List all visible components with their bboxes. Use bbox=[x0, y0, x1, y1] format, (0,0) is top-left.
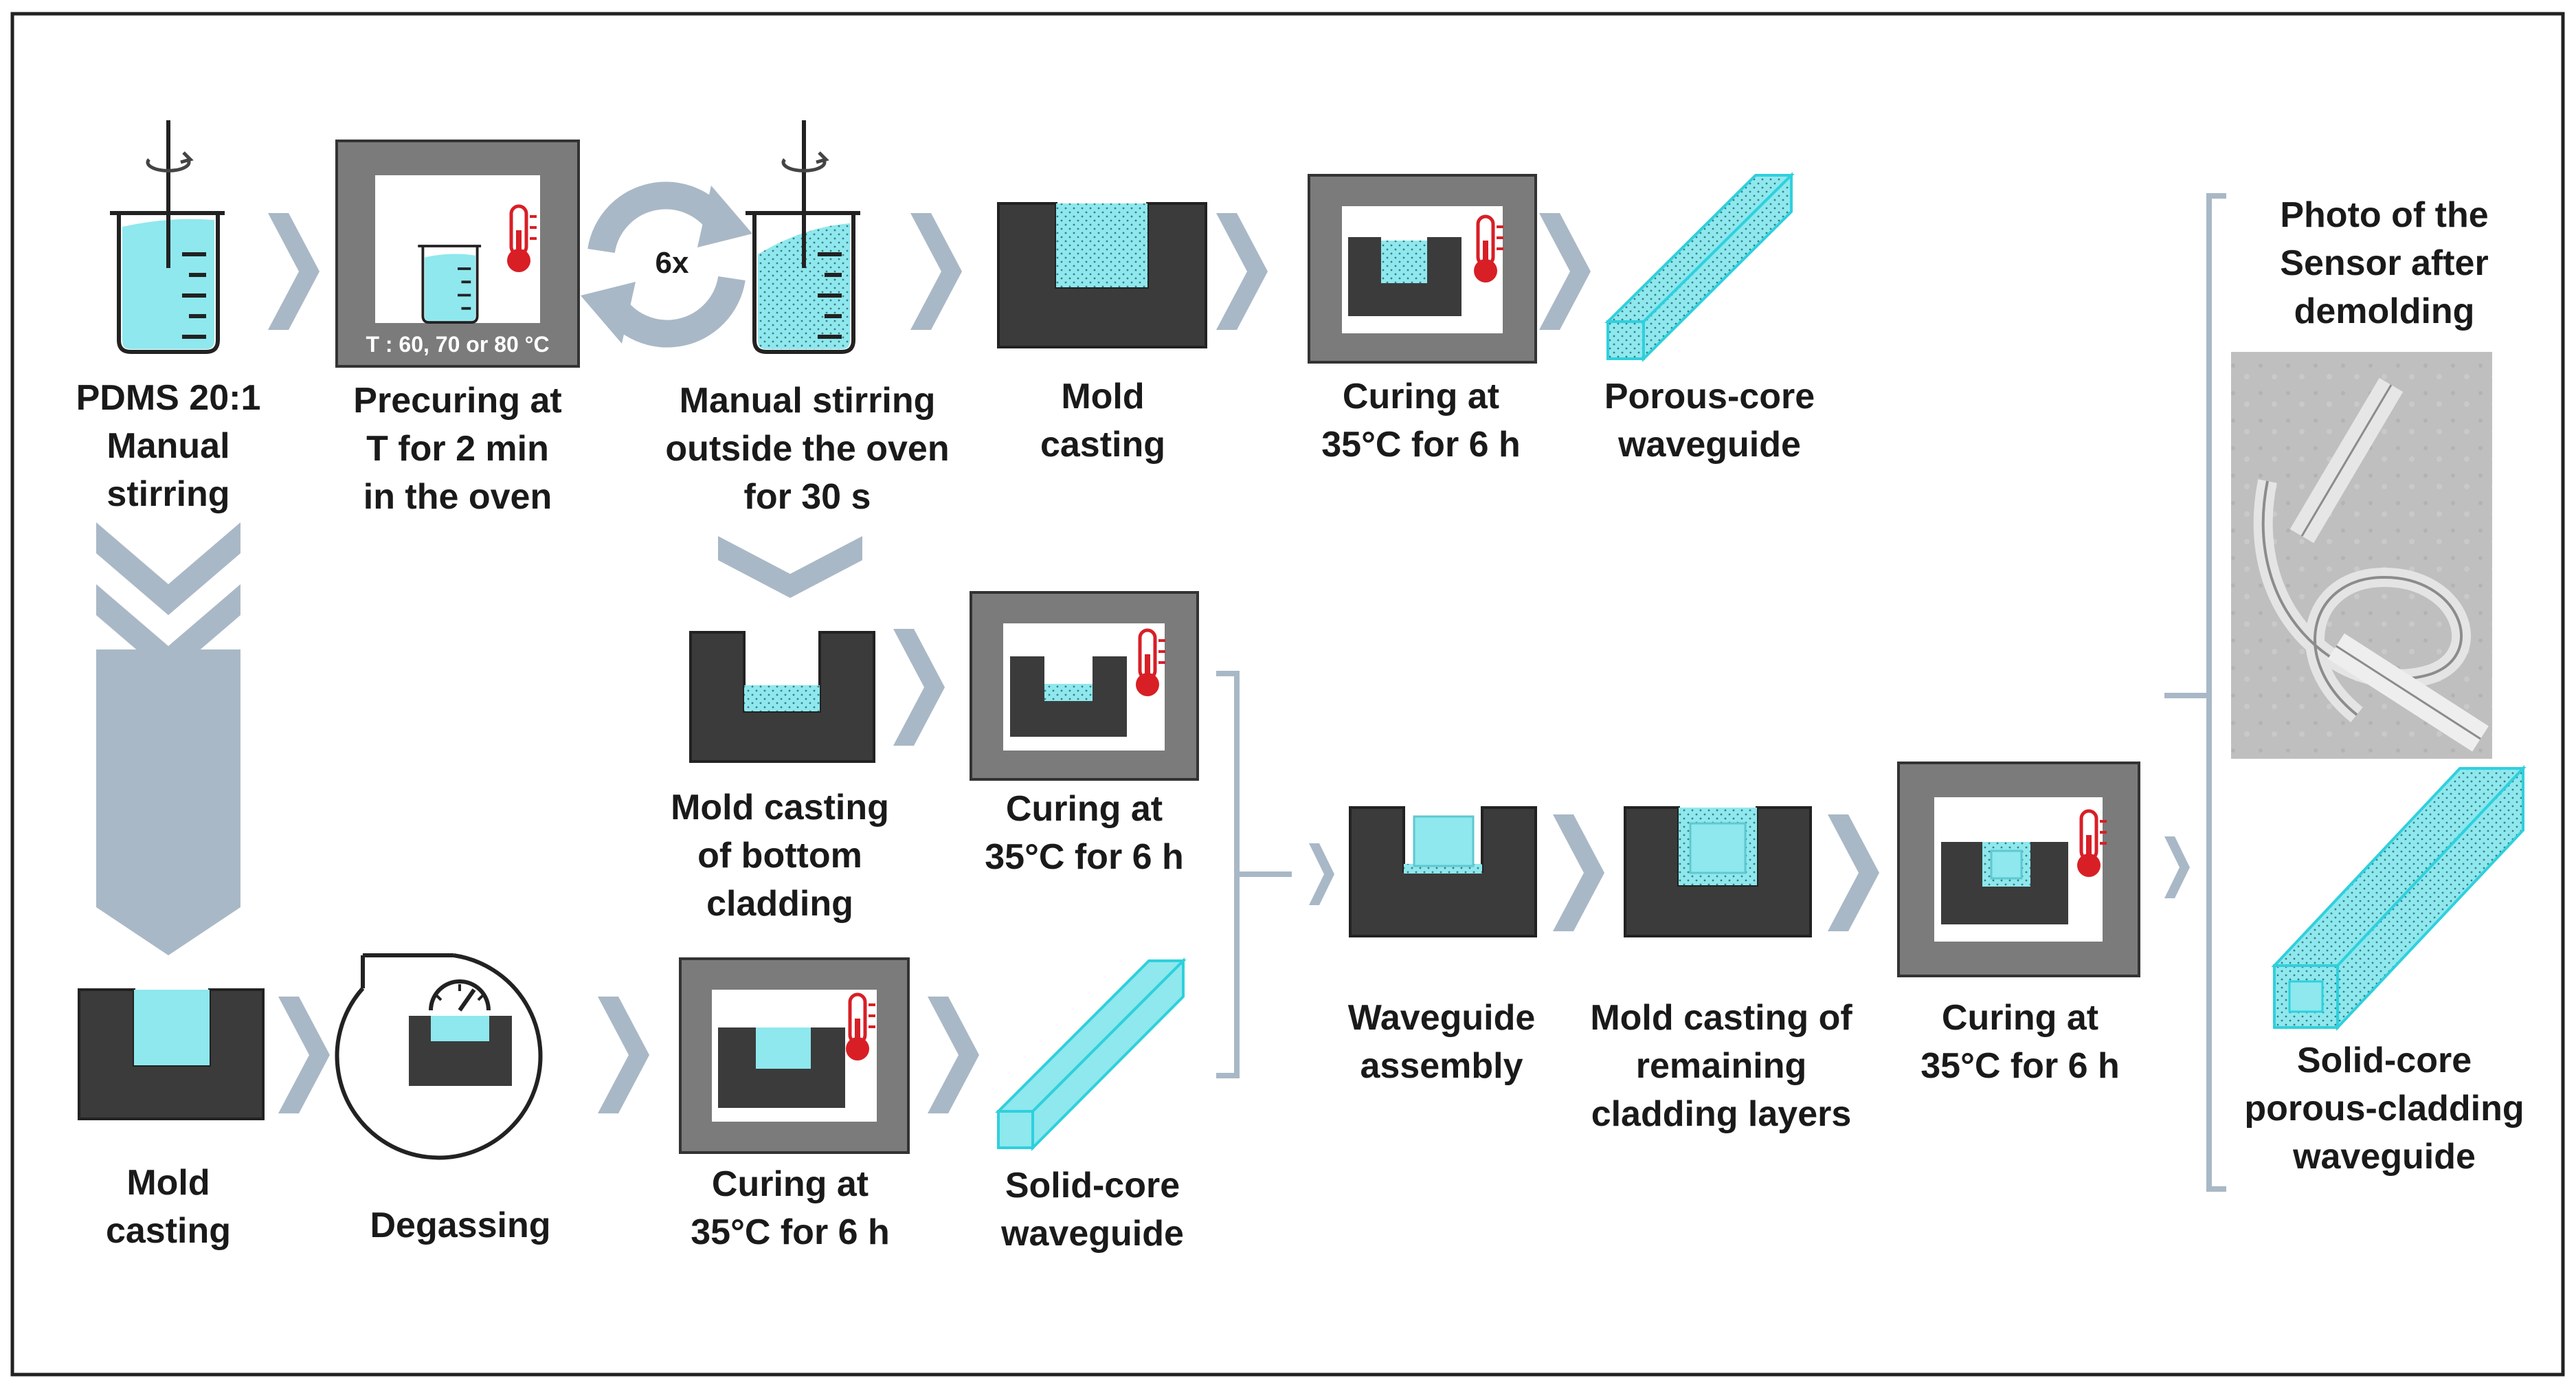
beaker-stirring-icon bbox=[746, 120, 860, 352]
svg-text:waveguide: waveguide bbox=[2292, 1137, 2476, 1177]
svg-text:waveguide: waveguide bbox=[1617, 425, 1801, 465]
svg-text:of bottom: of bottom bbox=[697, 836, 862, 876]
svg-text:Mold casting: Mold casting bbox=[671, 788, 889, 827]
svg-text:in the oven: in the oven bbox=[363, 477, 552, 517]
svg-text:Precuring at: Precuring at bbox=[353, 381, 561, 421]
label-mold-casting-top: Mold casting bbox=[1040, 377, 1165, 465]
vacuum-gauge-icon bbox=[335, 953, 543, 1160]
label-curing-mid: Curing at 35°C for 6 h bbox=[985, 789, 1184, 877]
svg-text:outside the oven: outside the oven bbox=[665, 429, 949, 469]
svg-text:PDMS 20:1: PDMS 20:1 bbox=[76, 378, 261, 418]
waveguide-bar-icon bbox=[995, 957, 1187, 1151]
svg-text:remaining: remaining bbox=[1636, 1046, 1807, 1086]
svg-text:Porous-core: Porous-core bbox=[1604, 377, 1815, 416]
svg-text:casting: casting bbox=[1040, 425, 1165, 465]
label-manual-outside: Manual stirring outside the oven for 30 … bbox=[665, 381, 949, 517]
oven-icon bbox=[679, 957, 910, 1154]
label-solid-core: Solid-core waveguide bbox=[1000, 1166, 1184, 1254]
svg-text:Solid-core: Solid-core bbox=[1005, 1166, 1180, 1205]
svg-text:assembly: assembly bbox=[1360, 1046, 1523, 1086]
svg-text:Curing at: Curing at bbox=[1942, 998, 2098, 1038]
svg-text:Sensor after: Sensor after bbox=[2280, 243, 2488, 283]
mold-icon bbox=[1349, 806, 1537, 937]
bracket-icon bbox=[1216, 671, 1292, 1078]
waveguide-bar-icon bbox=[2271, 764, 2527, 1032]
label-curing-right: Curing at 35°C for 6 h bbox=[1920, 998, 2120, 1086]
oven-icon bbox=[970, 591, 1199, 781]
label-curing-top: Curing at 35°C for 6 h bbox=[1321, 377, 1521, 465]
label-porous-core: Porous-core waveguide bbox=[1604, 377, 1815, 465]
svg-text:Waveguide: Waveguide bbox=[1348, 998, 1536, 1038]
downward-arrow-icon bbox=[96, 522, 240, 955]
beaker-stirring-icon bbox=[110, 120, 225, 352]
svg-text:35°C for 6 h: 35°C for 6 h bbox=[1321, 425, 1521, 465]
oven-temperature-note: T : 60, 70 or 80 °C bbox=[366, 332, 549, 357]
label-waveguide-assembly: Waveguide assembly bbox=[1348, 998, 1536, 1086]
svg-text:casting: casting bbox=[106, 1211, 231, 1251]
svg-text:Manual stirring: Manual stirring bbox=[680, 381, 936, 421]
svg-text:35°C for 6 h: 35°C for 6 h bbox=[1920, 1046, 2120, 1086]
svg-text:for 30 s: for 30 s bbox=[744, 477, 871, 517]
svg-text:waveguide: waveguide bbox=[1000, 1214, 1184, 1254]
svg-text:T for 2 min: T for 2 min bbox=[366, 429, 549, 469]
label-mold-remaining: Mold casting of remaining cladding layer… bbox=[1590, 998, 1852, 1134]
waveguide-bar-icon bbox=[1604, 172, 1795, 362]
svg-text:Manual: Manual bbox=[107, 426, 229, 466]
label-precuring: Precuring at T for 2 min in the oven bbox=[353, 381, 561, 517]
svg-text:demolding: demolding bbox=[2294, 291, 2475, 331]
oven-icon bbox=[1897, 762, 2140, 977]
svg-text:Mold casting of: Mold casting of bbox=[1590, 998, 1852, 1038]
svg-text:35°C for 6 h: 35°C for 6 h bbox=[691, 1212, 890, 1252]
label-mold-bottom-cladding: Mold casting of bottom cladding bbox=[671, 788, 889, 924]
svg-text:Curing at: Curing at bbox=[1343, 377, 1499, 416]
mold-icon bbox=[1624, 806, 1812, 937]
svg-text:cladding: cladding bbox=[706, 884, 853, 924]
svg-text:Curing at: Curing at bbox=[1006, 789, 1163, 829]
bracket-icon bbox=[2164, 193, 2226, 1192]
svg-text:Solid-core: Solid-core bbox=[2297, 1041, 2472, 1080]
label-mold-casting-left: Mold casting bbox=[106, 1163, 231, 1251]
svg-text:porous-cladding: porous-cladding bbox=[2244, 1089, 2524, 1129]
mold-icon bbox=[997, 202, 1207, 348]
label-degassing: Degassing bbox=[370, 1205, 551, 1245]
oven-icon: T : 60, 70 or 80 °C bbox=[335, 140, 580, 368]
sensor-photo bbox=[2231, 352, 2492, 759]
svg-text:stirring: stirring bbox=[107, 474, 229, 514]
svg-text:Mold: Mold bbox=[126, 1163, 210, 1203]
label-photo-title: Photo of the Sensor after demolding bbox=[2280, 195, 2488, 331]
svg-text:Photo of the: Photo of the bbox=[2280, 195, 2488, 235]
label-final-waveguide: Solid-core porous-cladding waveguide bbox=[2244, 1041, 2524, 1177]
label-pdms: PDMS 20:1 Manual stirring bbox=[76, 378, 261, 514]
svg-text:Degassing: Degassing bbox=[370, 1205, 551, 1245]
mold-icon bbox=[78, 988, 265, 1120]
downward-chevron-icon bbox=[718, 536, 862, 598]
mold-icon bbox=[689, 631, 875, 763]
svg-text:Mold: Mold bbox=[1061, 377, 1144, 416]
oven-icon bbox=[1308, 174, 1537, 364]
repeat-cycle-icon: 6x bbox=[581, 181, 752, 348]
svg-text:35°C for 6 h: 35°C for 6 h bbox=[985, 837, 1184, 877]
svg-text:Curing at: Curing at bbox=[712, 1164, 869, 1204]
repeat-count: 6x bbox=[656, 246, 689, 280]
label-curing-bottom: Curing at 35°C for 6 h bbox=[691, 1164, 890, 1252]
svg-text:cladding layers: cladding layers bbox=[1591, 1094, 1852, 1134]
